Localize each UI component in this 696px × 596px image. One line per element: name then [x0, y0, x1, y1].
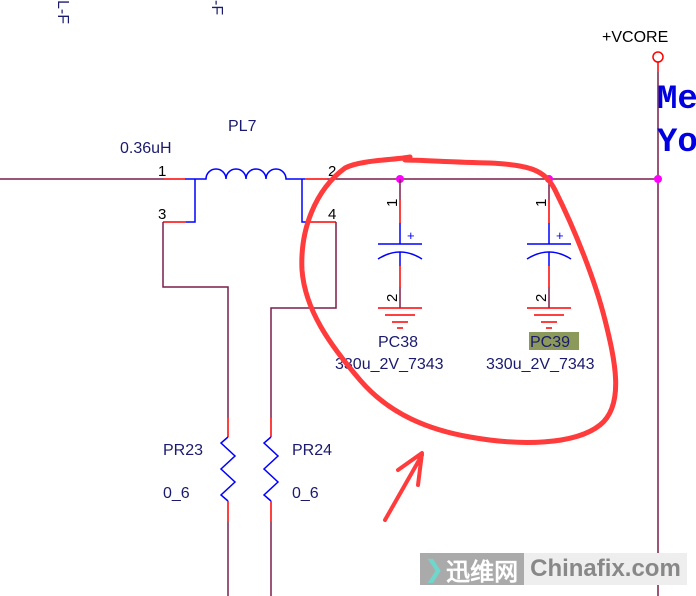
capacitor-pc39[interactable]: + 1 2 PC39 330u_2V_7343 — [486, 179, 595, 373]
offsheet-label-1: L-F — [54, 0, 71, 24]
polarity-mark: + — [556, 228, 564, 243]
selection-highlight — [529, 332, 579, 350]
annotation-circle — [299, 154, 619, 445]
junction-dot — [654, 175, 662, 183]
power-port-icon — [652, 51, 664, 63]
watermark-cn: 迅维网 — [446, 557, 519, 586]
inductor-pl7[interactable]: PL7 0.36uH 1 2 3 4 — [120, 118, 336, 223]
capacitor-pc38[interactable]: + 1 2 PC38 330u_2V_7343 — [335, 179, 444, 373]
pin-number: 1 — [384, 199, 401, 207]
pin-number: 4 — [328, 206, 336, 223]
polarity-mark: + — [407, 228, 415, 243]
pin-number: 1 — [158, 163, 166, 180]
resistor-icon — [262, 436, 280, 502]
inductor-coil-icon — [185, 168, 305, 180]
pin-number: 2 — [328, 163, 336, 180]
right-text-2: Yo — [657, 124, 696, 162]
pin-number: 1 — [533, 199, 550, 207]
resistor-value: 0_6 — [292, 485, 319, 502]
watermark: ❯迅维网 Chinafix.com — [420, 553, 687, 586]
resistor-ref: PR23 — [163, 442, 203, 459]
resistor-pr23[interactable]: PR23 0_6 — [163, 418, 237, 596]
pin-number: 2 — [533, 294, 550, 302]
right-text-1: Me — [657, 81, 696, 119]
resistor-ref: PR24 — [292, 442, 332, 459]
watermark-en: Chinafix.com — [524, 553, 687, 585]
ground-icon — [378, 307, 422, 329]
capacitor-value: 330u_2V_7343 — [486, 356, 595, 373]
resistor-pr24[interactable]: PR24 0_6 — [262, 418, 332, 596]
capacitor-ref: PC38 — [378, 334, 418, 351]
offsheet-label-2: -F — [208, 0, 225, 15]
capacitor-value: 330u_2V_7343 — [335, 356, 444, 373]
pin-number: 3 — [158, 206, 166, 223]
chevron-right-icon: ❯ — [424, 555, 445, 583]
inductor-ref: PL7 — [228, 118, 257, 135]
capacitor-ref: PC39 — [530, 334, 570, 351]
sense-wire-1 — [162, 222, 229, 418]
ground-icon — [527, 307, 571, 329]
sense-wire-2 — [270, 222, 337, 418]
annotation-arrow-icon — [383, 451, 424, 522]
pin-number: 2 — [384, 294, 401, 302]
inductor-value: 0.36uH — [120, 140, 172, 157]
resistor-value: 0_6 — [163, 485, 190, 502]
power-net-label: +VCORE — [602, 29, 668, 46]
resistor-icon — [219, 436, 237, 502]
